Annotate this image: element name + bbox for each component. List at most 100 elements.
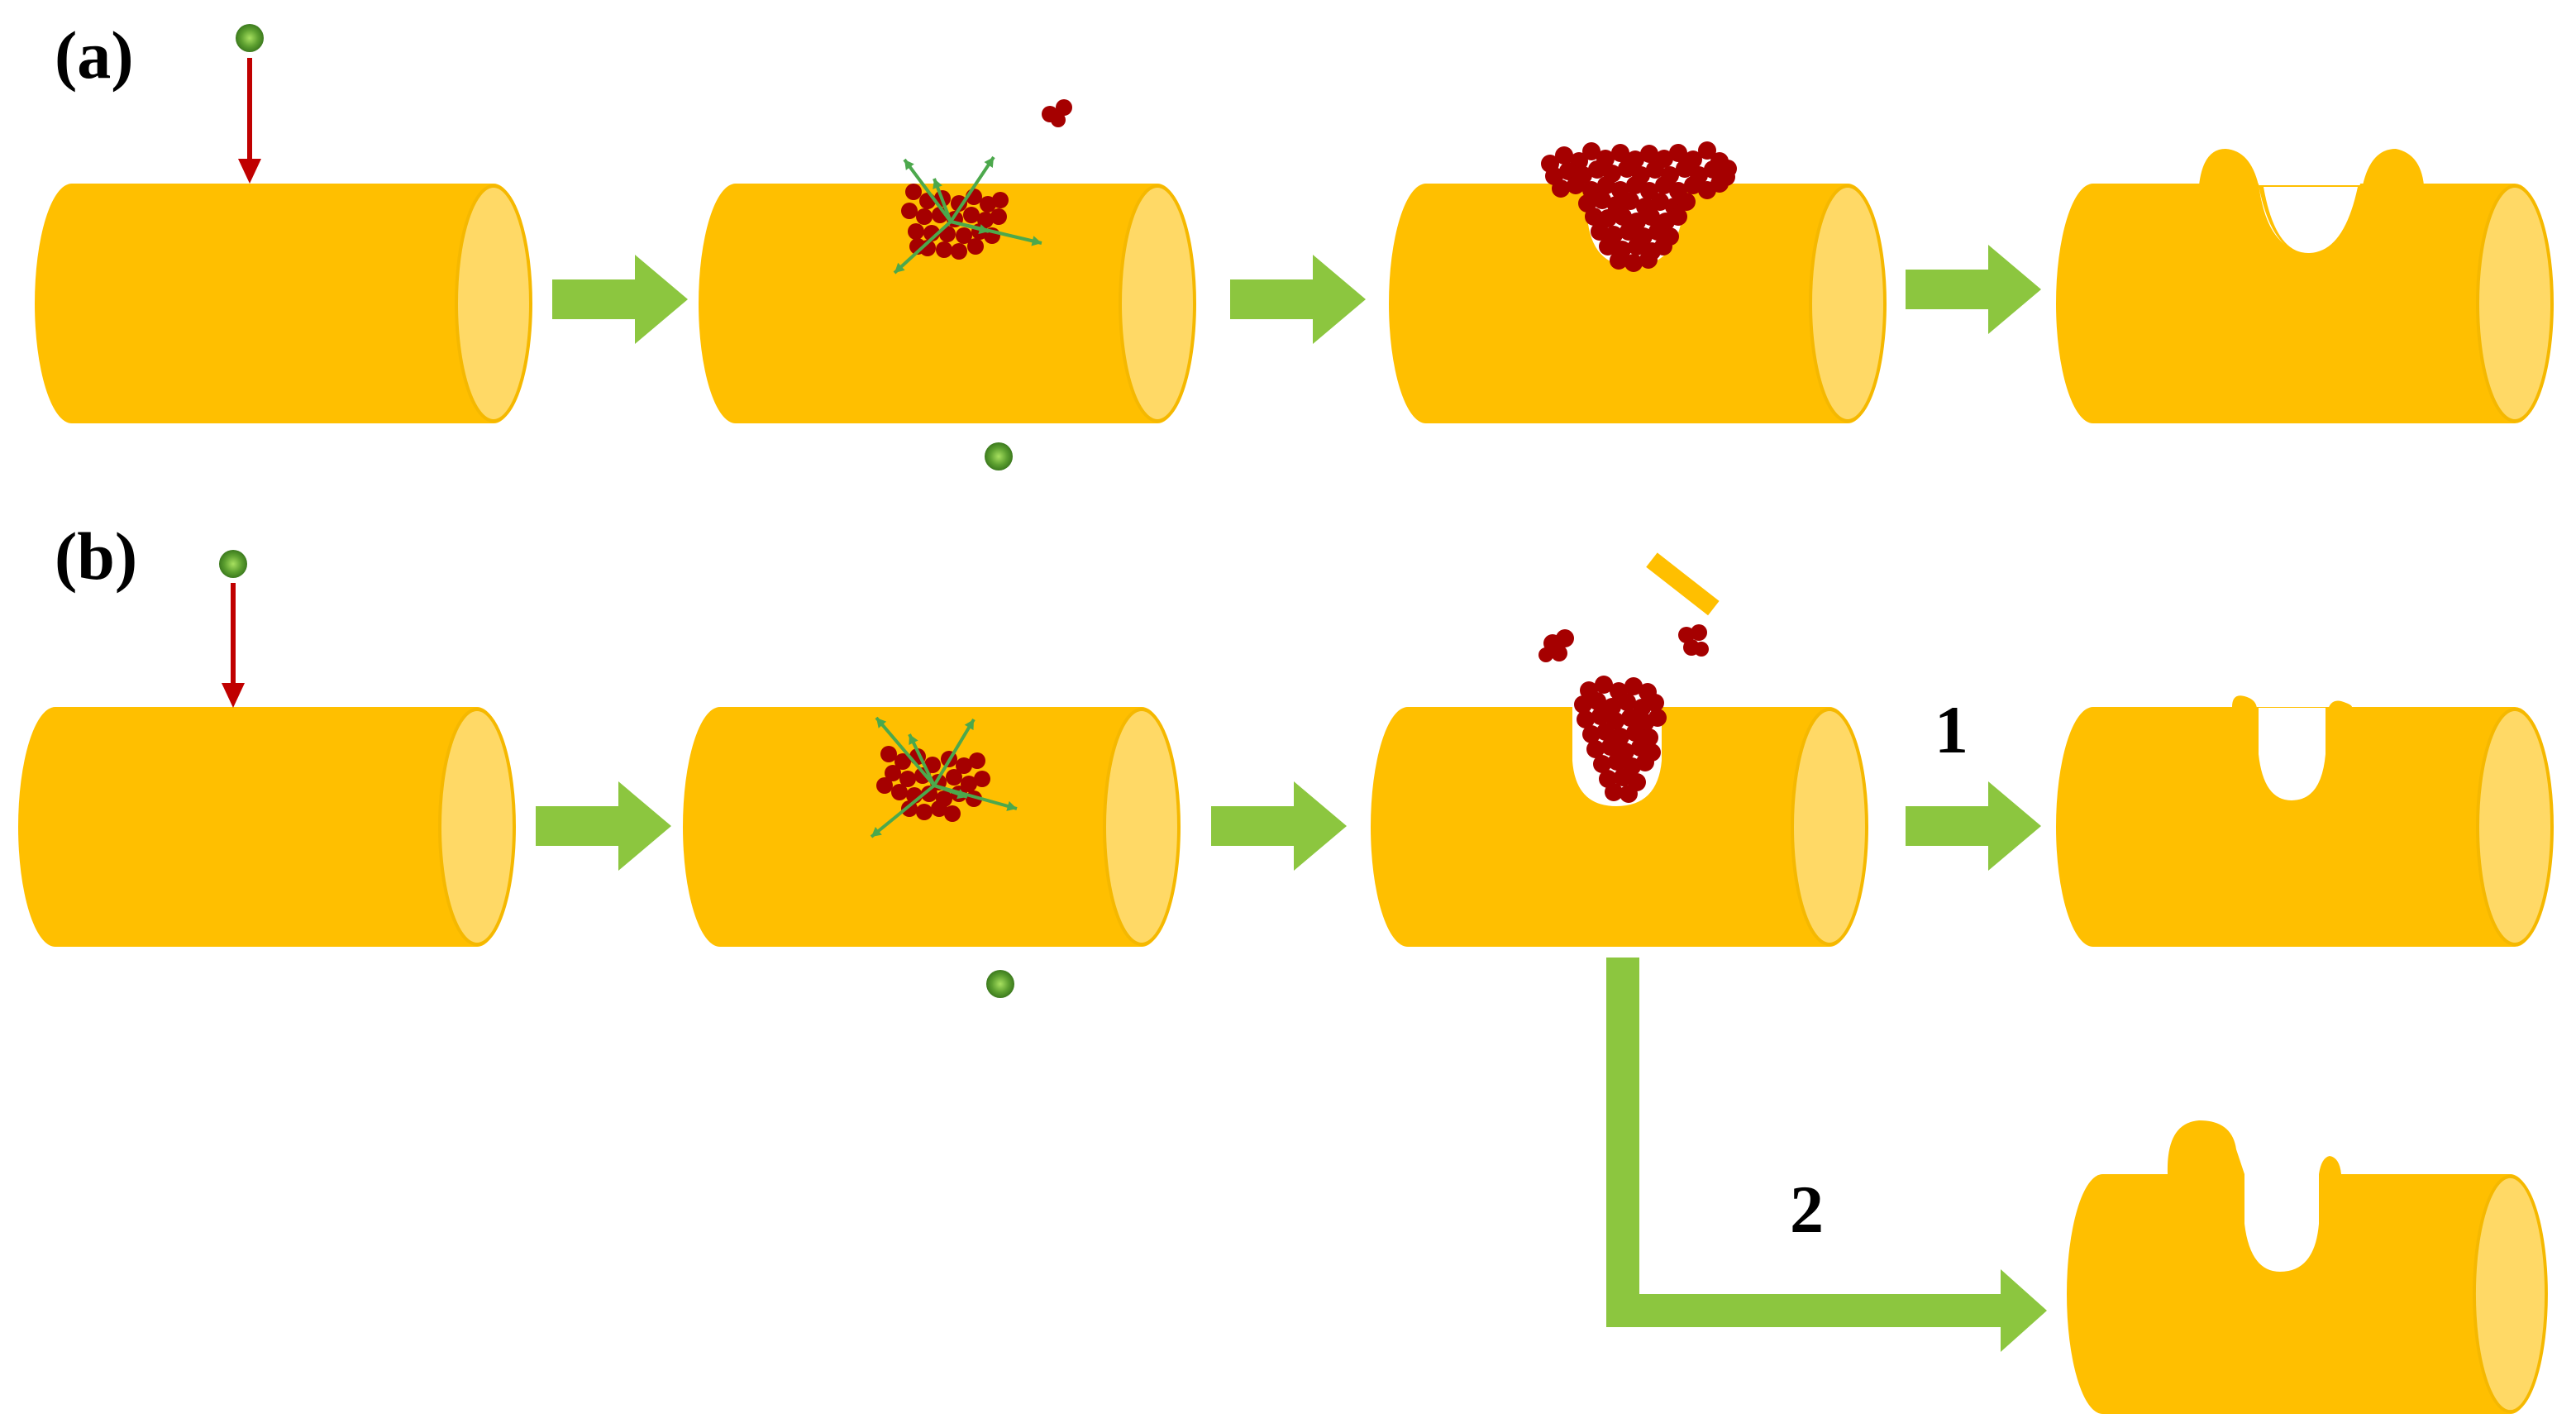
displaced-atom-icon	[1582, 142, 1600, 160]
panel-b-stage-4-branch-2	[2065, 1120, 2548, 1416]
displaced-atom-icon	[951, 243, 967, 260]
displaced-atom-icon	[931, 800, 947, 817]
displaced-atom-icon	[880, 746, 897, 762]
displaced-atom-icon	[967, 238, 984, 255]
displaced-atom-icon	[1684, 176, 1702, 194]
displaced-atom-icon	[1677, 193, 1696, 211]
displaced-atom-icon	[992, 192, 1009, 208]
displaced-atom-icon	[1669, 144, 1687, 162]
recoil-arrowhead	[871, 826, 882, 837]
crater	[2259, 708, 2326, 800]
displaced-atom-icon	[963, 207, 980, 223]
displaced-atom-icon	[1614, 768, 1632, 786]
recoil-arrow	[949, 155, 995, 223]
displaced-atom-icon	[1552, 179, 1570, 198]
displaced-atom-icon	[946, 769, 962, 786]
sputtered-atom-icon	[1051, 112, 1066, 127]
displaced-atom-icon	[894, 753, 911, 770]
displaced-atom-icon	[944, 805, 961, 822]
displaced-atom-icon	[951, 195, 967, 212]
displaced-atom-icon	[1648, 709, 1667, 727]
displaced-atom-icon	[1698, 141, 1716, 160]
displaced-atom-icon	[1640, 145, 1658, 163]
recoil-arrowhead	[1031, 236, 1042, 246]
recoil-arrows	[893, 155, 1042, 275]
process-arrow	[1211, 781, 1347, 871]
displaced-atom-icon	[974, 771, 990, 787]
displaced-atom-icon	[936, 241, 952, 258]
recoil-arrowhead	[904, 160, 914, 170]
displaced-atom-icon	[956, 757, 972, 774]
displaced-atom-icon	[876, 777, 893, 794]
recoil-arrow	[875, 716, 936, 787]
crater-rim	[2319, 1156, 2341, 1174]
displaced-atom-icon	[908, 223, 924, 240]
displaced-atom-icon	[1626, 724, 1644, 742]
displaced-atom-icon	[1611, 144, 1629, 162]
displaced-atom-icon	[1591, 222, 1609, 241]
recoil-arrow	[903, 158, 952, 223]
displaced-atom-icon	[1582, 725, 1600, 743]
displaced-atom-icon	[1620, 222, 1638, 241]
sputtered-atom-icon	[1056, 99, 1072, 116]
process-arrow-branch-2	[1606, 958, 2047, 1352]
incoming-ion-arrowhead	[222, 683, 245, 708]
recoil-arrow	[908, 733, 936, 786]
displaced-atom-icon	[1624, 677, 1643, 695]
displaced-atom-icon	[1555, 146, 1573, 165]
displaced-atom-icon	[905, 184, 922, 200]
panel-a-stage-2	[697, 99, 1196, 470]
displaced-atom-icon	[1596, 723, 1615, 741]
panel-a-stage-1	[33, 24, 532, 425]
displaced-atom-icon	[1588, 160, 1606, 179]
transmitted-ion-icon	[986, 970, 1014, 998]
displaced-atom-icon	[1710, 174, 1729, 193]
recoil-arrowhead	[1006, 800, 1017, 811]
displaced-atom-icon	[1626, 176, 1644, 194]
cylinder	[681, 705, 1181, 948]
sputtered-atom-group	[1538, 624, 1709, 662]
displaced-atom-icon	[1704, 160, 1722, 179]
displaced-atom-icon	[1636, 753, 1654, 771]
displaced-atom-icon	[1624, 254, 1643, 272]
displaced-atom-icon	[1577, 710, 1595, 728]
recoil-arrowhead	[956, 789, 967, 800]
displaced-atom-icon	[1654, 237, 1672, 256]
cylinder	[17, 705, 516, 948]
displaced-atom-icon	[1646, 160, 1664, 179]
displaced-atom-icon	[1605, 783, 1623, 801]
process-arrow	[1906, 245, 2041, 334]
displaced-atom-icon	[1608, 752, 1626, 771]
recoil-arrowhead	[978, 224, 989, 235]
displaced-atom-icon	[1676, 160, 1694, 178]
panel-a-stage-3	[1387, 141, 1887, 425]
displaced-atom-icon	[885, 765, 901, 781]
recoil-arrowhead	[984, 157, 994, 168]
branch-2-label: 2	[1790, 1172, 1824, 1247]
recoil-arrowhead	[933, 179, 942, 189]
displaced-atom-icon	[1597, 176, 1615, 194]
displaced-atom-icon	[1567, 176, 1585, 194]
displaced-atom-icon	[1586, 740, 1605, 758]
process-arrow	[552, 255, 688, 344]
process-arrow-branch-1	[1906, 781, 2041, 871]
cylinder	[33, 182, 532, 425]
sputtered-fragment-icon	[1646, 552, 1720, 616]
recoil-arrow	[893, 220, 952, 275]
displaced-atom-icon	[1585, 208, 1603, 226]
incoming-ion-icon	[219, 550, 247, 578]
displaced-atom-icon	[1669, 208, 1687, 226]
branch-1-label: 1	[1934, 692, 1968, 767]
recoil-arrowhead	[964, 719, 974, 730]
displaced-atom-icon	[1642, 208, 1660, 226]
displaced-atom-icon	[1646, 694, 1664, 712]
panel-a-stage-4	[2054, 148, 2554, 425]
displaced-atom-icon	[1621, 709, 1639, 727]
panel-a-label: (a)	[55, 17, 134, 93]
displaced-atom-icon	[1618, 693, 1636, 711]
recoil-arrow	[870, 784, 936, 838]
panel-b-stage-2	[681, 705, 1181, 998]
transmitted-ion-icon	[985, 442, 1013, 470]
displaced-atom-icon	[1599, 237, 1617, 256]
